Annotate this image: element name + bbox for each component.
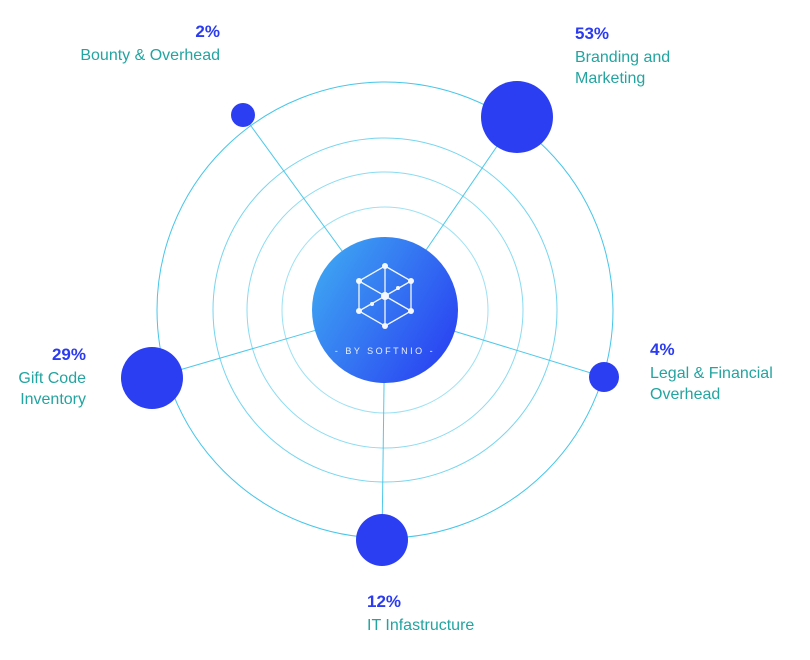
- orbit-ring-2: [246, 171, 524, 449]
- hexagon-network-icon: [356, 263, 414, 329]
- callout-legal-label: Legal & Financial Overhead: [650, 365, 773, 404]
- callout-branding-marketing: 53% Branding and Marketing: [575, 24, 670, 89]
- callout-bounty-pct: 2%: [195, 22, 220, 41]
- node-gift-29pct: [121, 347, 183, 409]
- callout-branding-label: Branding and Marketing: [575, 49, 671, 88]
- callout-gift-pct: 29%: [51, 345, 86, 364]
- callout-it-infrastructure: 12% IT Infastructure: [367, 592, 474, 636]
- node-it-12pct: [356, 514, 408, 566]
- callout-legal-pct: 4%: [650, 340, 675, 359]
- callout-branding-pct: 53%: [575, 24, 610, 43]
- callout-it-pct: 12%: [367, 592, 402, 611]
- callout-legal-financial-overhead: 4% Legal & Financial Overhead: [650, 340, 773, 405]
- callout-gift-label: Gift Code Inventory: [18, 370, 86, 409]
- node-branding-53pct: [481, 81, 553, 153]
- data-nodes: [121, 81, 619, 566]
- callout-gift-code-inventory: 29% Gift Code Inventory: [18, 345, 86, 410]
- callout-bounty-label: Bounty & Overhead: [80, 47, 220, 64]
- orbit-ring-1: [281, 206, 489, 414]
- orbit-ring-3: [212, 137, 558, 483]
- callout-bounty-overhead: 2% Bounty & Overhead: [80, 22, 220, 66]
- node-legal-4pct: [589, 362, 619, 392]
- callout-it-label: IT Infastructure: [367, 617, 475, 634]
- node-bounty-2pct: [231, 103, 255, 127]
- center-caption: - BY SOFTNIO -: [335, 346, 435, 356]
